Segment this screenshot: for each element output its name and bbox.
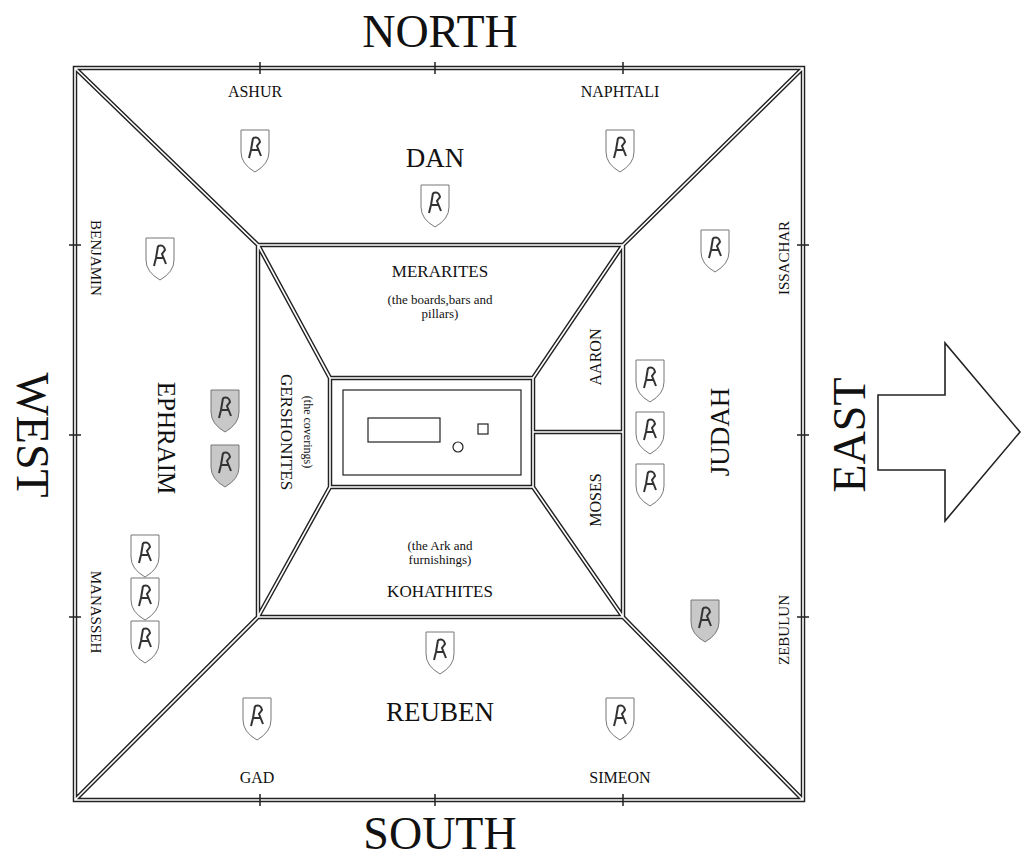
region-text: (the coverings) xyxy=(302,396,315,468)
west-camp: BENJAMIN EPHRAIM MANASSEH xyxy=(75,68,258,800)
region-text: ISSACHAR xyxy=(777,221,793,295)
region-text: BENJAMIN xyxy=(87,220,103,296)
region-text: DAN xyxy=(406,144,465,172)
leader-region: AARON xyxy=(533,245,623,432)
region-text: ZEBULUN xyxy=(777,595,793,665)
region-text: REUBEN xyxy=(386,698,494,726)
altar xyxy=(478,424,488,434)
region-text: AARON xyxy=(588,329,605,386)
compass-label: SOUTH xyxy=(363,810,516,858)
laver xyxy=(453,442,463,452)
east-camp: ISSACHAR JUDAH ZEBULUN xyxy=(623,68,803,800)
region-text: SIMEON xyxy=(589,770,650,787)
camp-frame xyxy=(75,68,803,800)
compass-label: EAST xyxy=(826,378,874,493)
region-text: ASHUR xyxy=(228,84,282,101)
levite-region: MERARITES (the boards,bars and pillars) xyxy=(258,245,623,378)
region-text: KOHATHITES xyxy=(387,583,493,601)
clan-name: MERARITES xyxy=(392,263,488,281)
levite-region: (the Ark and furnishings) KOHATHITES xyxy=(258,487,623,617)
east-arrow xyxy=(878,343,1020,521)
region-text: GAD xyxy=(240,770,275,787)
clan-name: GERSHONITES xyxy=(277,374,295,490)
levite-region: GERSHONITES (the coverings) xyxy=(258,245,330,617)
region-text: (the boards,bars and pillars) xyxy=(375,293,505,320)
region-text: JUDAH xyxy=(706,388,734,477)
tabernacle-tent xyxy=(368,418,440,442)
region-text: NAPHTALI xyxy=(581,84,660,101)
north-camp: ASHUR NAPHTALI DAN xyxy=(75,68,803,245)
compass-label: WEST xyxy=(8,372,56,497)
region-text: MOSES xyxy=(588,473,605,526)
leader-region: MOSES xyxy=(533,432,623,617)
tribe-shield xyxy=(131,130,729,740)
south-camp: REUBEN GAD SIMEON xyxy=(75,617,803,800)
region-text: (the Ark and furnishings) xyxy=(380,539,500,566)
tabernacle-court xyxy=(343,390,521,475)
compass-label: NORTH xyxy=(362,8,518,56)
region-text: EPHRAIM xyxy=(153,382,179,495)
border-tick xyxy=(69,62,809,806)
region-text: MANASSEH xyxy=(87,571,103,654)
